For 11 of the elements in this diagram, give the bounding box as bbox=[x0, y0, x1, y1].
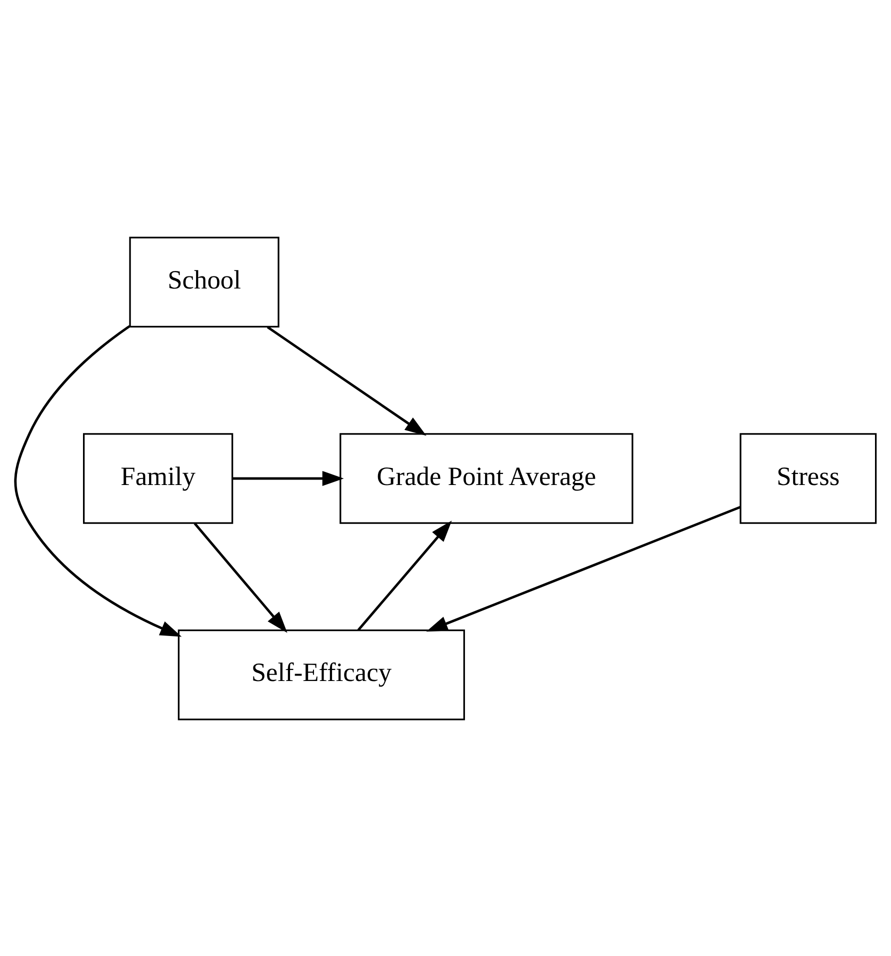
arrow bbox=[232, 470, 344, 486]
node-box: Grade Point Average bbox=[340, 432, 634, 524]
node-box: Family bbox=[83, 432, 234, 524]
node-box: Self-Efficacy bbox=[178, 628, 465, 720]
arrow bbox=[357, 520, 452, 630]
arrow bbox=[14, 324, 182, 636]
node-box: Stress bbox=[740, 432, 877, 524]
node-box: School bbox=[129, 236, 280, 328]
arrow bbox=[266, 326, 426, 436]
arrow bbox=[194, 522, 288, 632]
arrow bbox=[426, 505, 741, 632]
